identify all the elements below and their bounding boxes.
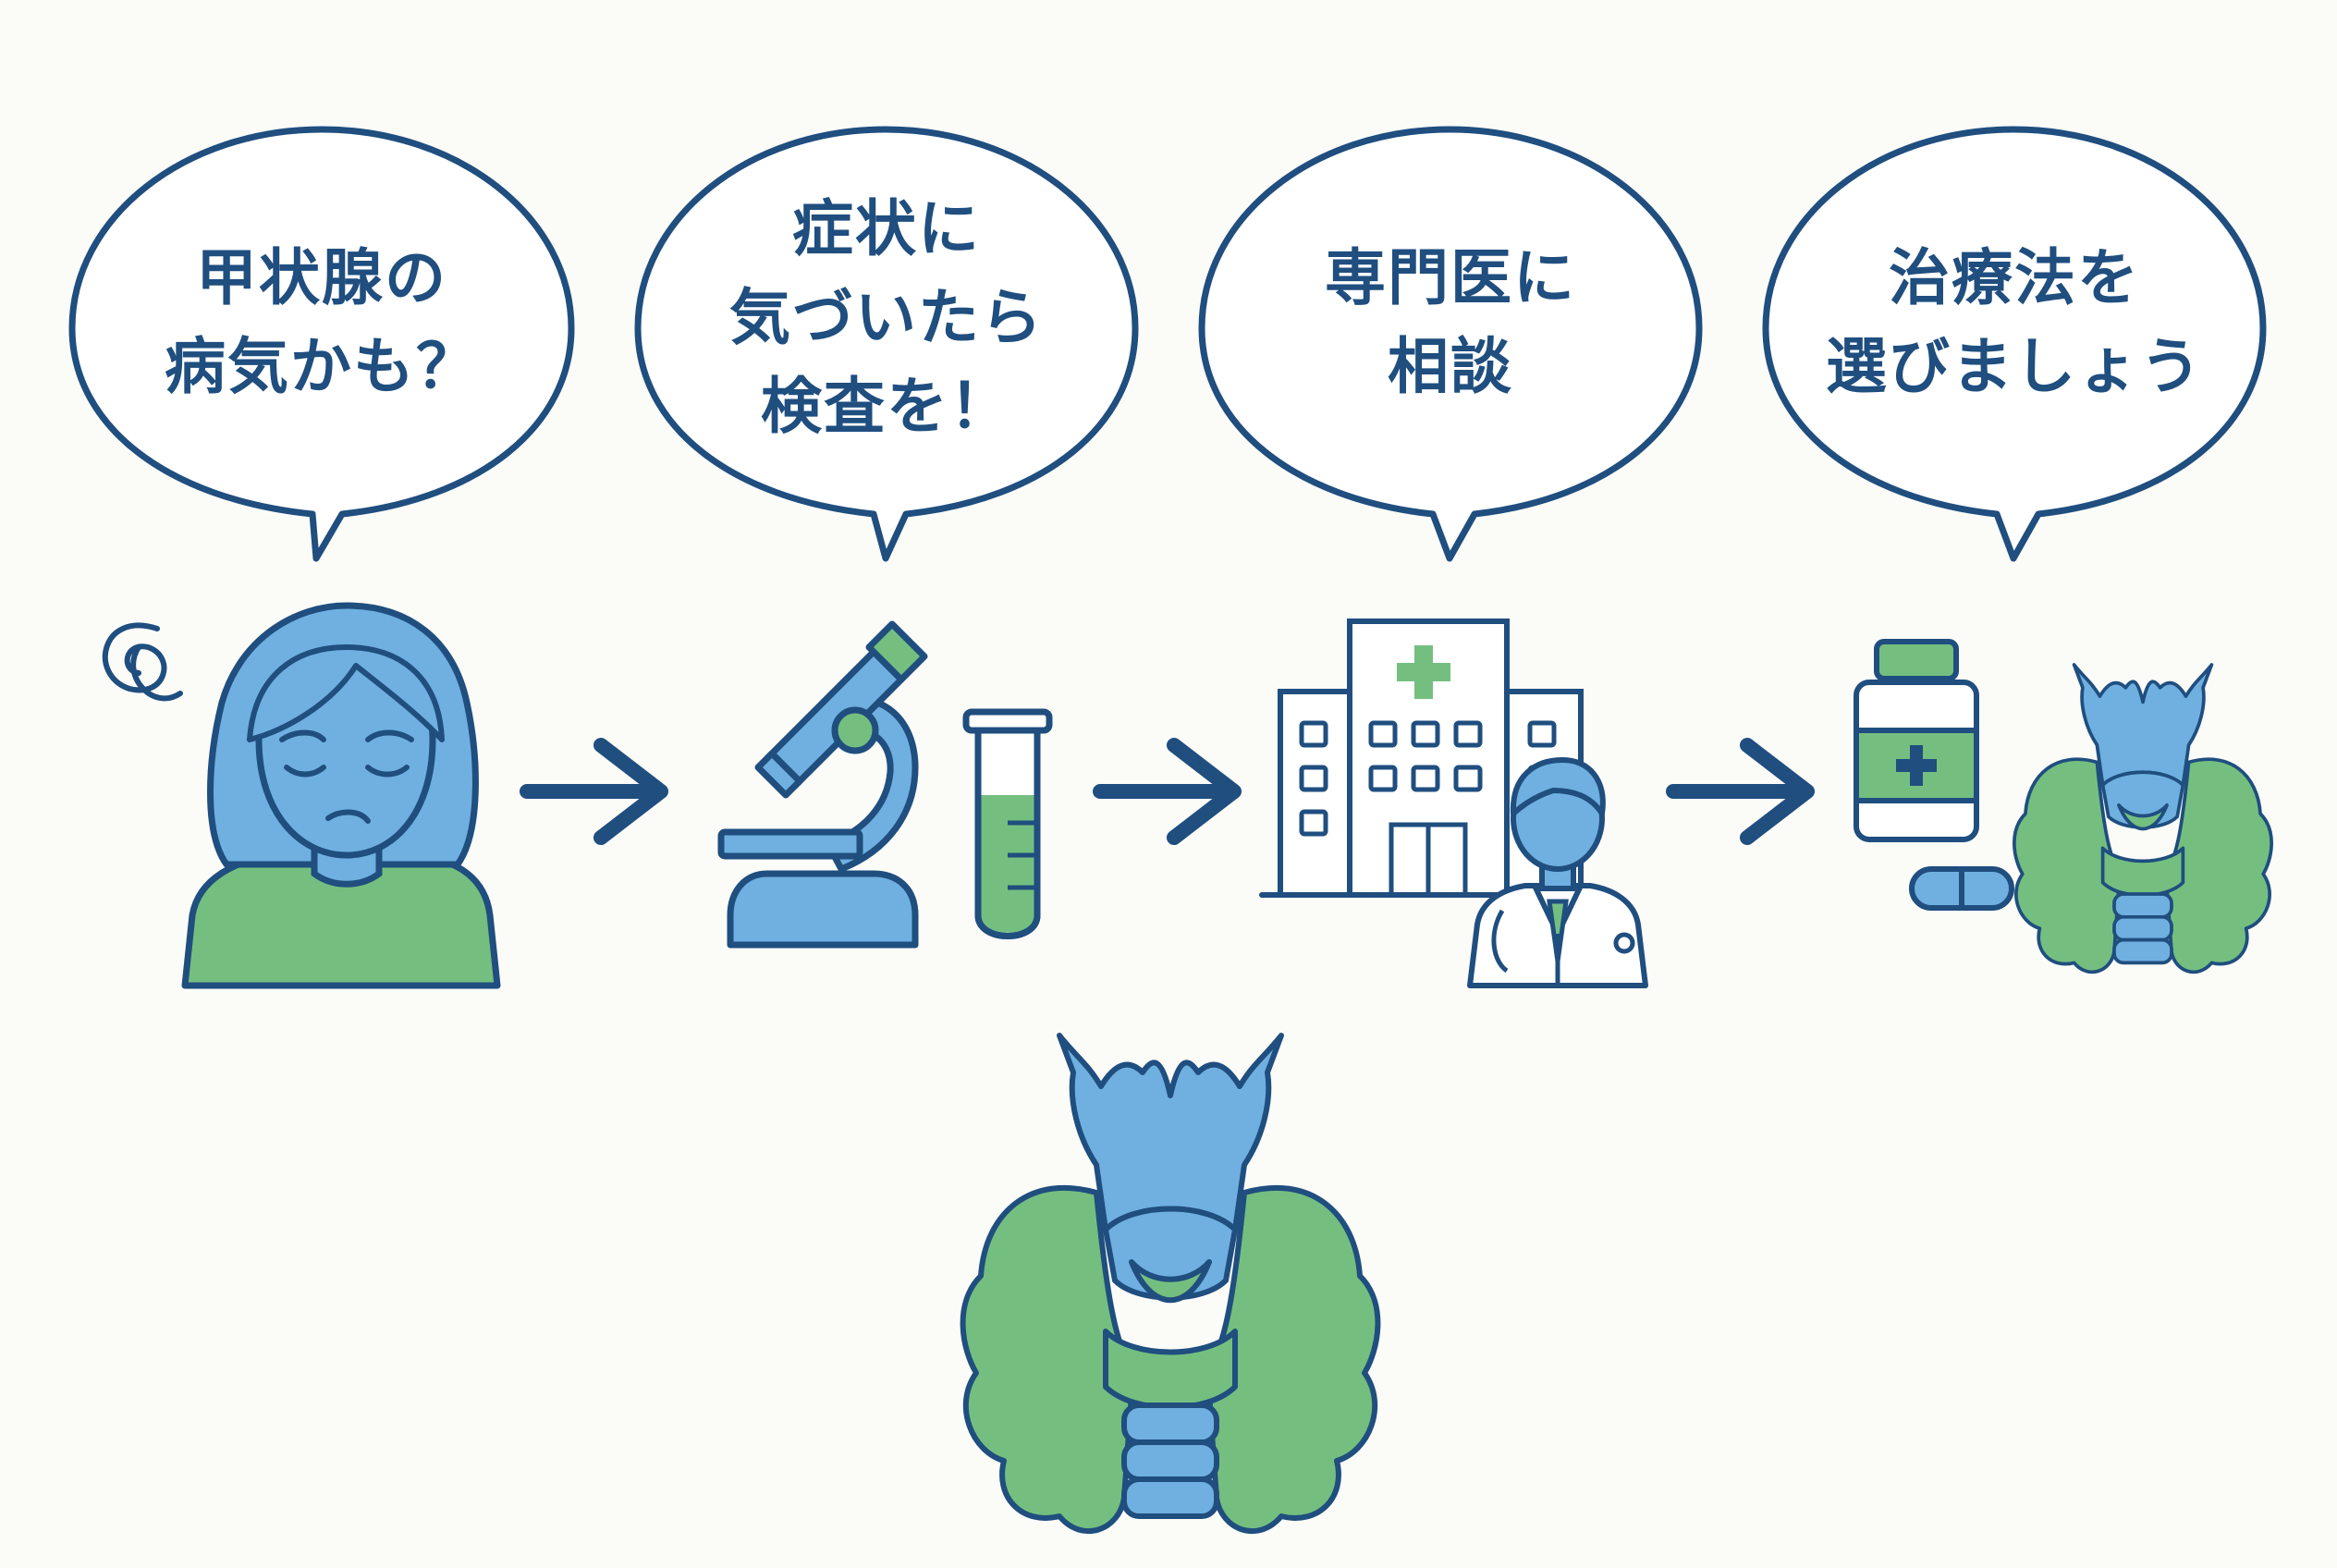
bubble-2-line-2: 気づいたら [729,282,1044,353]
bubble-2-line-1: 症状に [792,193,981,264]
speech-bubble-4 [1762,126,2267,562]
microscope-icon [717,620,928,949]
arrow-3-icon [1666,738,1815,845]
doctor-icon [1467,757,1648,988]
bubble-4-line-1: 治療法を [1889,242,2140,313]
bubble-1-text: 甲状腺の 病気かも？ [63,234,581,411]
bubble-3-text: 専門医に 相談 [1192,234,1709,411]
medicine-bottle-icon [1854,639,2014,911]
bubble-3-line-1: 専門医に [1325,242,1576,313]
bubble-4-line-2: 選びましょう [1826,331,2203,402]
bubble-3-line-2: 相談 [1388,331,1513,402]
speech-bubble-1 [68,126,575,562]
bubble-2-text: 症状に 気づいたら 検査を！ [628,185,1145,451]
arrow-2-icon [1093,738,1242,845]
speech-bubble-3 [1198,126,1703,562]
bubble-2-line-3: 検査を！ [761,371,1012,442]
test-tube-icon [962,708,1053,939]
bubble-4-text: 治療法を 選びましょう [1756,234,2273,411]
worried-woman-icon [103,602,501,989]
dizzy-swirl-icon [103,622,183,702]
speech-bubble-2 [634,126,1139,562]
arrow-1-icon [520,738,668,845]
bubble-1-line-1: 甲状腺の [196,242,447,313]
thyroid-icon [2012,663,2274,974]
thyroid-large-icon [963,1035,1378,1531]
bubble-1-line-2: 病気かも？ [165,331,479,402]
